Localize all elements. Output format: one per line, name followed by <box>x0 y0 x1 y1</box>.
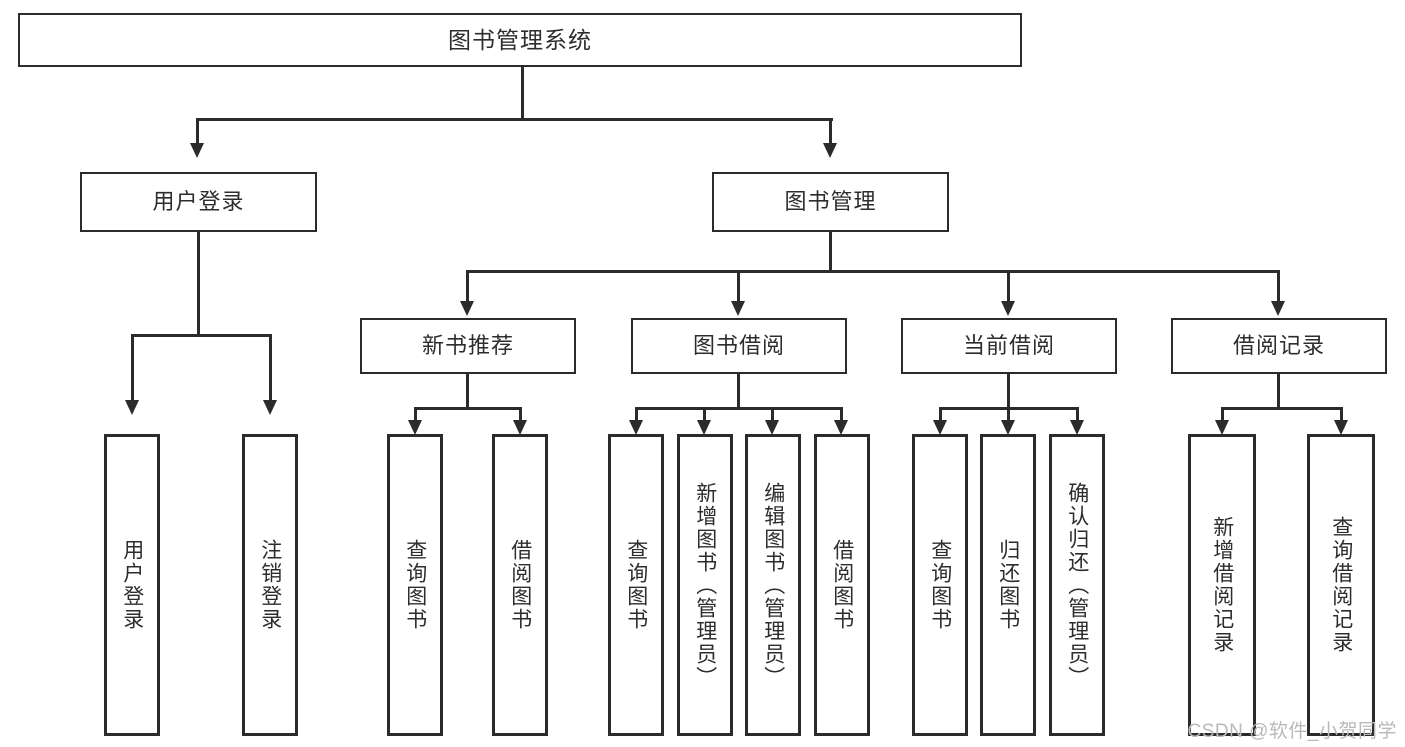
leaf-confirm-return-admin[interactable]: 确认归还（管理员） <box>1049 434 1105 736</box>
connector-book-borrow-bus <box>636 407 842 410</box>
connector-current-borrow-to-leaf-2 <box>1007 407 1010 425</box>
arrow-book-borrow-to-leaf-2 <box>697 420 711 435</box>
connector-borrow-record-stem <box>1277 374 1280 408</box>
node-label: 新增借阅记录 <box>1210 516 1234 654</box>
connector-current-borrow-stem <box>1007 374 1010 408</box>
connector-book-borrow-stem <box>737 374 740 408</box>
arrow-root-to-user-login <box>190 143 204 158</box>
connector-book-borrow-to-leaf-1 <box>635 407 638 425</box>
leaf-query-book-borrow[interactable]: 查询图书 <box>608 434 664 736</box>
node-label: 当前借阅 <box>962 333 1055 359</box>
connector-current-borrow-to-leaf-3 <box>1076 407 1079 425</box>
arrow-current-borrow-to-leaf-3 <box>1070 420 1084 435</box>
leaf-query-book-current[interactable]: 查询图书 <box>912 434 968 736</box>
node-current-borrow[interactable]: 当前借阅 <box>901 318 1117 374</box>
node-label: 归还图书 <box>996 539 1020 631</box>
node-borrow-record[interactable]: 借阅记录 <box>1171 318 1387 374</box>
leaf-user-login[interactable]: 用户登录 <box>104 434 160 736</box>
connector-book-manage-to-record <box>1277 270 1280 303</box>
connector-new-book-to-leaf-2 <box>519 407 522 425</box>
leaf-edit-book-admin[interactable]: 编辑图书（管理员） <box>745 434 801 736</box>
arrow-current-borrow-to-leaf-1 <box>933 420 947 435</box>
node-label: 借阅图书 <box>830 539 854 631</box>
connector-borrow-record-bus <box>1222 407 1342 410</box>
arrow-book-borrow-to-leaf-1 <box>629 420 643 435</box>
node-label: 查询图书 <box>403 539 427 631</box>
connector-borrow-record-to-leaf-2 <box>1340 407 1343 425</box>
node-label: 编辑图书（管理员） <box>761 481 785 689</box>
node-label: 新增图书（管理员） <box>693 481 717 689</box>
arrow-book-borrow-to-leaf-4 <box>834 420 848 435</box>
connector-root-stem <box>521 67 524 119</box>
connector-book-manage-to-current <box>1007 270 1010 303</box>
connector-new-book-bus <box>415 407 521 410</box>
connector-book-borrow-to-leaf-4 <box>840 407 843 425</box>
arrow-book-borrow-to-leaf-3 <box>765 420 779 435</box>
node-root-system[interactable]: 图书管理系统 <box>18 13 1022 67</box>
connector-root-to-book-manage <box>829 118 832 145</box>
leaf-query-book-recommend[interactable]: 查询图书 <box>387 434 443 736</box>
node-label: 查询借阅记录 <box>1329 516 1353 654</box>
arrow-book-manage-to-borrow <box>731 301 745 316</box>
arrow-book-manage-to-record <box>1271 301 1285 316</box>
connector-book-borrow-to-leaf-3 <box>771 407 774 425</box>
csdn-watermark: CSDN @软件_小贺同学 <box>1187 721 1397 742</box>
arrow-book-manage-to-new-book <box>460 301 474 316</box>
node-label: 图书借阅 <box>692 333 785 359</box>
connector-user-login-bus <box>132 334 271 337</box>
connector-current-borrow-to-leaf-1 <box>939 407 942 425</box>
leaf-return-book[interactable]: 归还图书 <box>980 434 1036 736</box>
node-label: 查询图书 <box>624 539 648 631</box>
arrow-book-manage-to-current <box>1001 301 1015 316</box>
leaf-add-borrow-record[interactable]: 新增借阅记录 <box>1188 434 1256 736</box>
leaf-borrow-book[interactable]: 借阅图书 <box>814 434 870 736</box>
node-label: 注销登录 <box>258 539 282 631</box>
node-label: 用户登录 <box>152 189 245 215</box>
connector-borrow-record-to-leaf-1 <box>1221 407 1224 425</box>
node-label: 确认归还（管理员） <box>1065 481 1089 689</box>
connector-book-manage-to-new-book <box>466 270 469 303</box>
connector-user-login-to-leaf-2 <box>269 334 272 402</box>
node-label: 借阅记录 <box>1232 333 1325 359</box>
leaf-logout[interactable]: 注销登录 <box>242 434 298 736</box>
connector-book-manage-bus <box>467 270 1279 273</box>
node-label: 借阅图书 <box>508 539 532 631</box>
arrow-user-login-to-leaf-2 <box>263 400 277 415</box>
connector-book-borrow-to-leaf-2 <box>703 407 706 425</box>
arrow-root-to-book-manage <box>823 143 837 158</box>
node-user-login[interactable]: 用户登录 <box>80 172 317 232</box>
connector-book-manage-to-borrow <box>737 270 740 303</box>
leaf-add-book-admin[interactable]: 新增图书（管理员） <box>677 434 733 736</box>
node-book-manage[interactable]: 图书管理 <box>712 172 949 232</box>
node-label: 用户登录 <box>120 539 144 631</box>
arrow-new-book-to-leaf-2 <box>513 420 527 435</box>
connector-root-bus <box>197 118 833 121</box>
node-label: 新书推荐 <box>421 333 514 359</box>
connector-new-book-to-leaf-1 <box>414 407 417 425</box>
arrow-borrow-record-to-leaf-2 <box>1334 420 1348 435</box>
node-new-book-recommend[interactable]: 新书推荐 <box>360 318 576 374</box>
node-book-borrow[interactable]: 图书借阅 <box>631 318 847 374</box>
connector-new-book-stem <box>466 374 469 408</box>
connector-root-to-user-login <box>196 118 199 145</box>
node-label: 查询图书 <box>928 539 952 631</box>
leaf-query-borrow-record[interactable]: 查询借阅记录 <box>1307 434 1375 736</box>
node-label: 图书管理系统 <box>448 26 592 53</box>
arrow-new-book-to-leaf-1 <box>408 420 422 435</box>
arrow-user-login-to-leaf-1 <box>125 400 139 415</box>
arrow-borrow-record-to-leaf-1 <box>1215 420 1229 435</box>
leaf-borrow-book-recommend[interactable]: 借阅图书 <box>492 434 548 736</box>
node-label: 图书管理 <box>784 189 877 215</box>
connector-user-login-to-leaf-1 <box>131 334 134 402</box>
arrow-current-borrow-to-leaf-2 <box>1001 420 1015 435</box>
connector-book-manage-stem <box>829 232 832 272</box>
connector-user-login-stem <box>197 232 200 335</box>
